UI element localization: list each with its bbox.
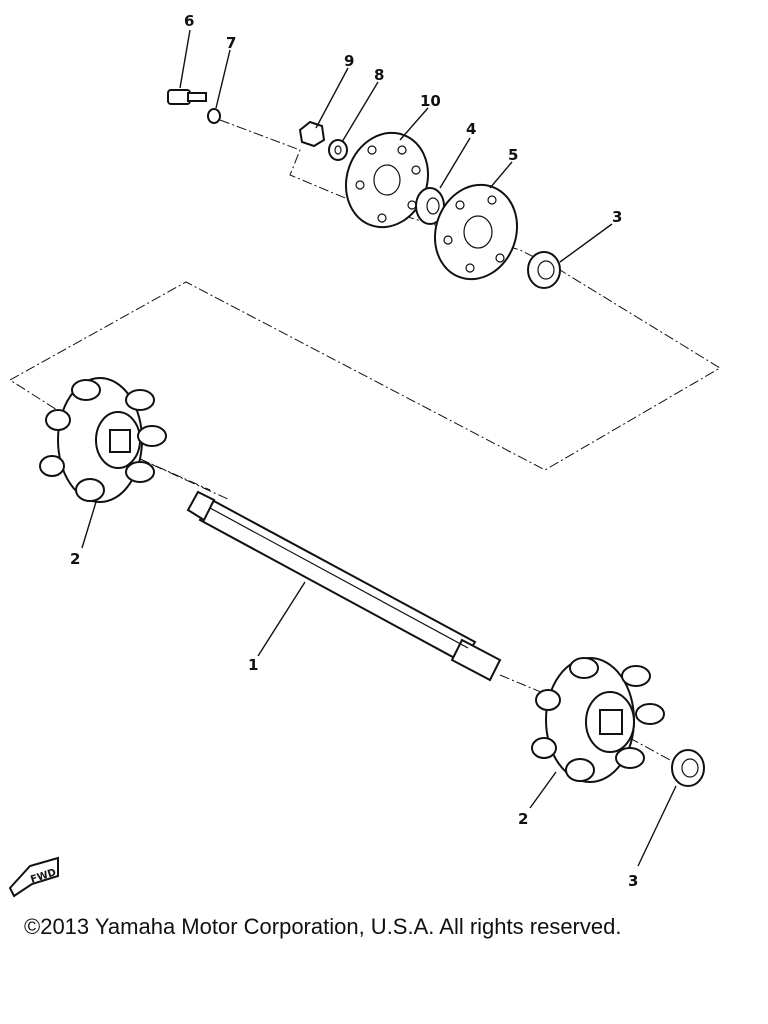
clamp-part-3-lower (671, 749, 705, 787)
callout-7: 7 (226, 34, 236, 52)
callout-9: 9 (344, 52, 354, 70)
callout-1: 1 (248, 656, 258, 674)
callout-3-lower: 3 (628, 872, 638, 890)
callout-6: 6 (184, 12, 194, 30)
callout-2-left: 2 (70, 550, 80, 568)
shaft-part-1 (186, 490, 502, 682)
plate-part-5 (433, 183, 519, 281)
bolt-part-6 (167, 89, 207, 105)
callout-10: 10 (420, 92, 441, 110)
leader-lines (81, 29, 677, 867)
nut-part-9 (298, 120, 326, 148)
washer-part-7 (207, 108, 221, 124)
callout-3-upper: 3 (612, 208, 622, 226)
fwd-arrow-icon: FWD (8, 856, 59, 898)
clamp-part-3-upper (527, 251, 561, 289)
callout-5: 5 (508, 146, 518, 164)
sprocket-part-2-left (39, 377, 167, 503)
copyright-notice: ©2013 Yamaha Motor Corporation, U.S.A. A… (24, 914, 622, 939)
sprocket-part-2-right (531, 657, 665, 783)
callout-labels: 6 7 9 8 10 4 5 3 2 1 2 3 (70, 12, 638, 890)
callout-8: 8 (374, 66, 384, 84)
washer-part-8 (328, 139, 348, 161)
callout-2-right: 2 (518, 810, 528, 828)
callout-4: 4 (466, 120, 476, 138)
